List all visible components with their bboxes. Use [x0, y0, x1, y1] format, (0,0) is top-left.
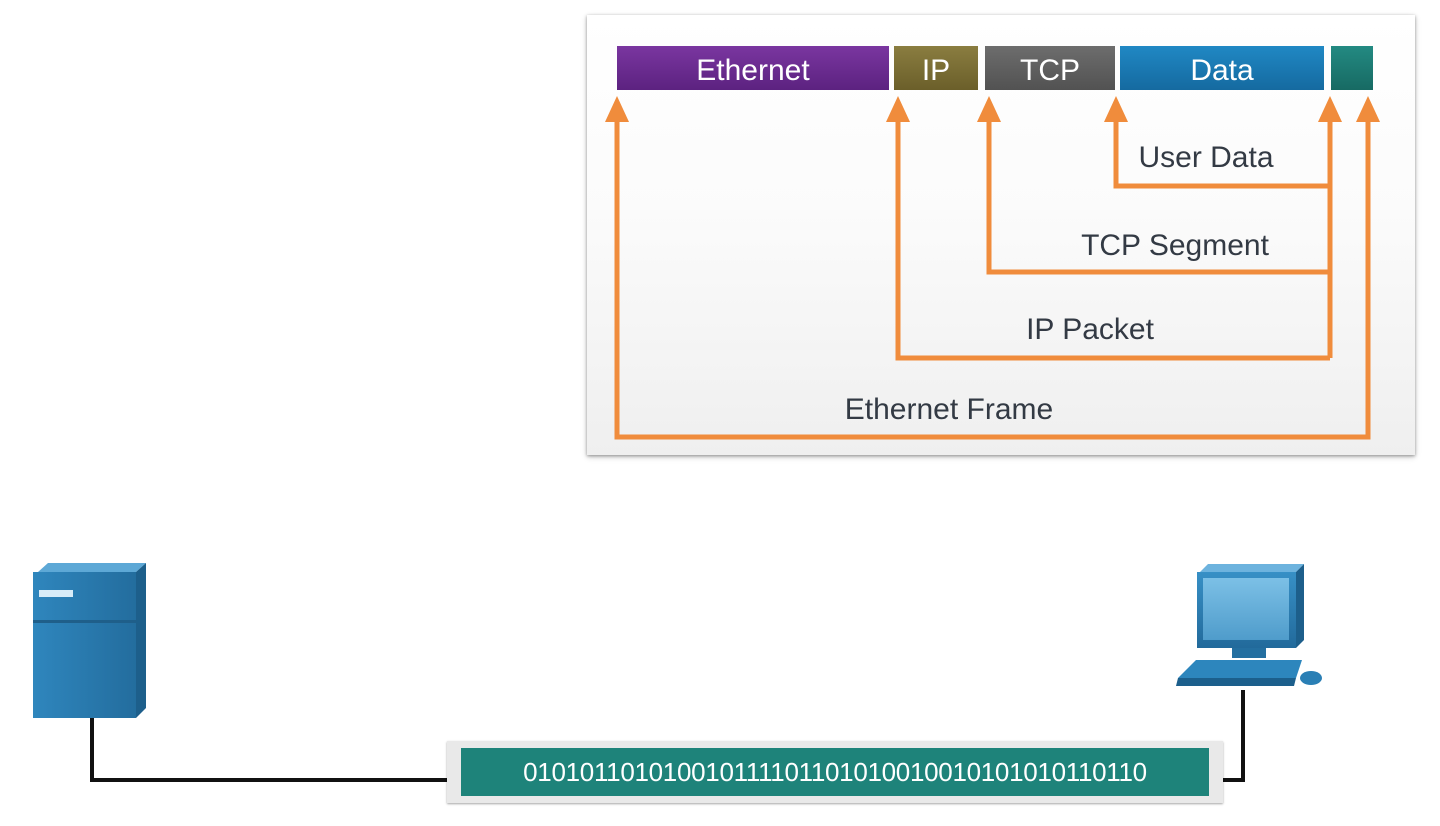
segment-trailer: [1331, 46, 1373, 90]
encapsulation-brackets: [614, 112, 1371, 440]
bitstream-text: 0101011010100101111011010100100101010101…: [461, 748, 1209, 796]
segment-ethernet-label: Ethernet: [696, 54, 810, 87]
frame-header-bar: Ethernet IP TCP Data: [617, 46, 1373, 90]
arrow-head-icon: [977, 96, 1001, 122]
arrow-heads: [605, 96, 1380, 122]
computer-icon: [1176, 564, 1322, 686]
arrow-head-icon: [886, 96, 910, 122]
segment-ethernet: Ethernet: [617, 46, 889, 90]
server-cable: [90, 718, 447, 782]
label-tcp-segment: TCP Segment: [1081, 229, 1270, 262]
arrow-head-icon: [1356, 96, 1380, 122]
server-icon: [33, 563, 146, 718]
segment-ip: IP: [894, 46, 978, 90]
arrow-head-icon: [605, 96, 629, 122]
ethernet-frame-bracket: [614, 112, 1371, 440]
label-ip-packet: IP Packet: [1026, 313, 1155, 346]
segment-data-label: Data: [1190, 54, 1254, 87]
arrow-head-icon: [1318, 96, 1342, 122]
network-cables: [90, 690, 1245, 782]
user-data-bracket: [1113, 112, 1330, 189]
segment-data: Data: [1120, 46, 1324, 90]
ip-packet-bracket: [895, 112, 1330, 361]
label-ethernet-frame: Ethernet Frame: [845, 393, 1053, 426]
tcp-segment-bracket: [986, 112, 1330, 275]
segment-tcp: TCP: [985, 46, 1115, 90]
segment-ip-label: IP: [922, 54, 950, 87]
bitstream-box: 0101011010100101111011010100100101010101…: [447, 741, 1223, 803]
segment-tcp-label: TCP: [1020, 54, 1080, 87]
computer-cable: [1223, 690, 1245, 782]
label-user-data: User Data: [1138, 141, 1273, 174]
arrow-head-icon: [1104, 96, 1128, 122]
